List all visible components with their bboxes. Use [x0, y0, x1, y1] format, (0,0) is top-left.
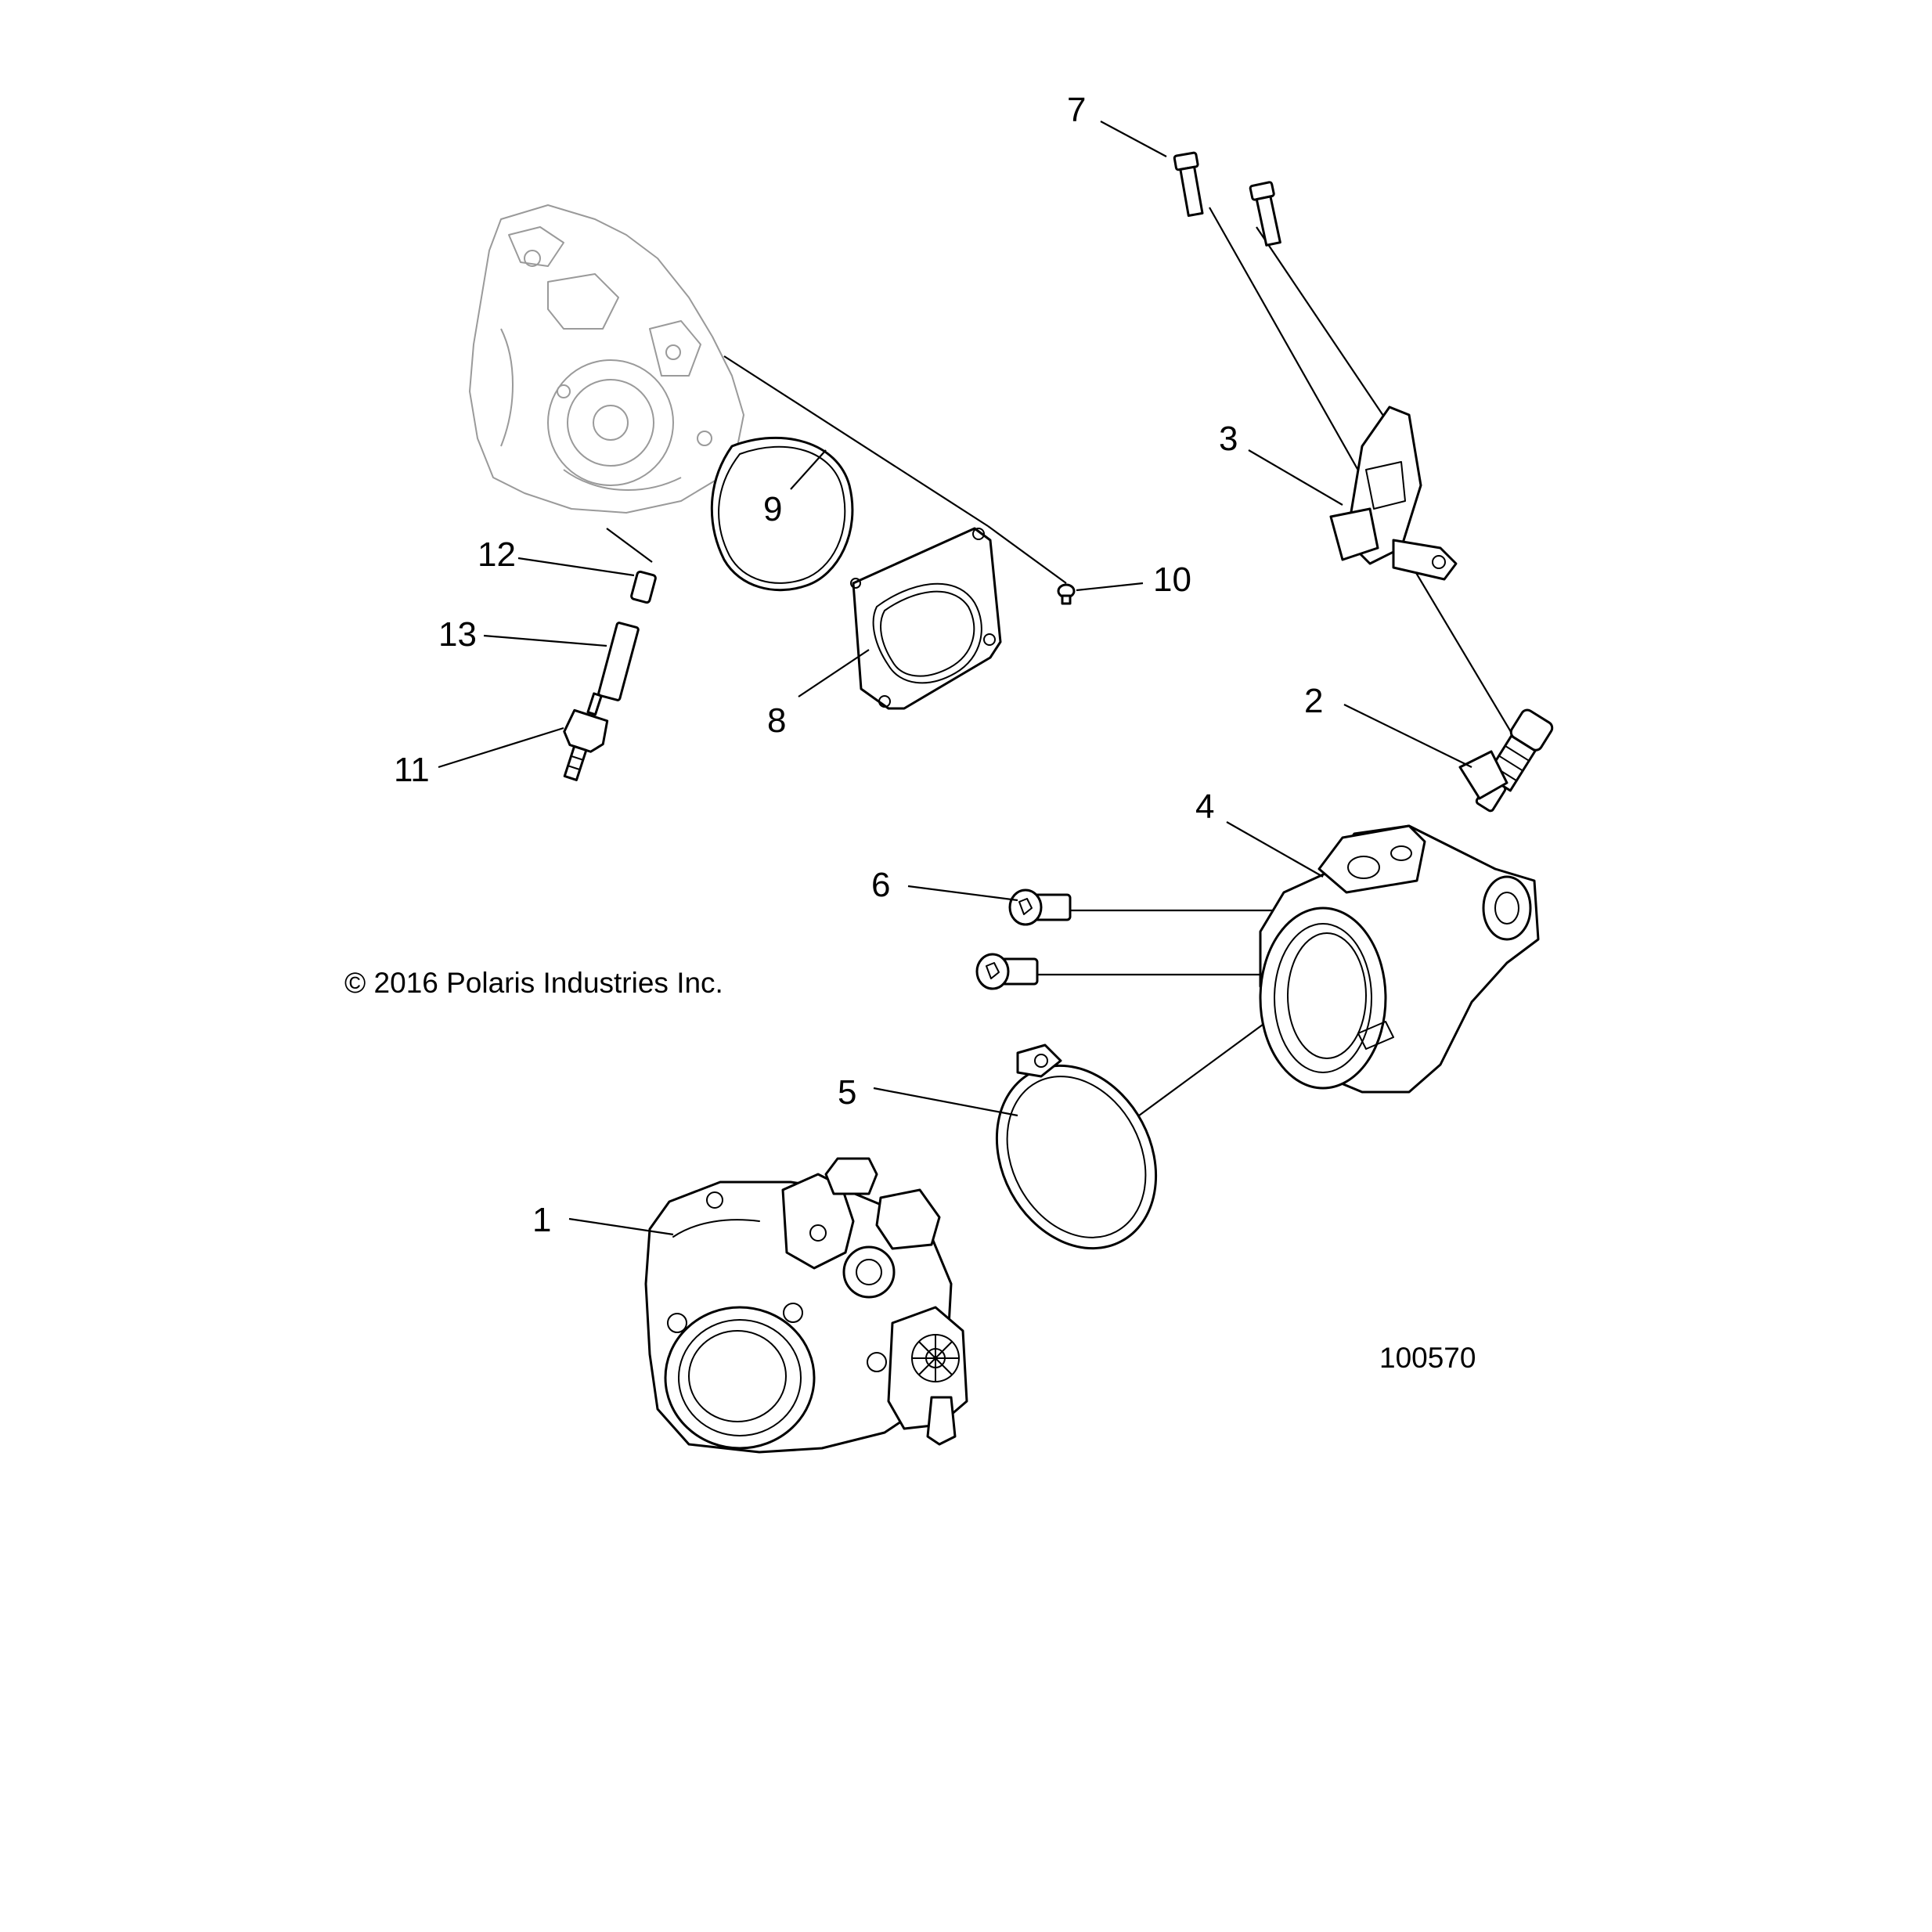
callout-2: 2 — [1304, 682, 1323, 720]
callout-4: 4 — [1195, 788, 1214, 826]
callout-leaders — [438, 121, 1472, 1236]
callout-9: 9 — [763, 490, 782, 528]
part-3-bracket — [1329, 406, 1458, 581]
callout-3: 3 — [1219, 420, 1238, 458]
part-1-throttle-body — [644, 1157, 968, 1454]
engine-ghost-outline — [469, 204, 744, 514]
callout-12: 12 — [478, 535, 516, 574]
part-10-screw — [1057, 583, 1076, 605]
part-12-cap — [630, 570, 657, 604]
callout-1: 1 — [532, 1201, 551, 1239]
part-11-check-valve — [563, 692, 609, 781]
callout-7: 7 — [1067, 91, 1086, 129]
part-8-adapter-plate — [850, 527, 1002, 710]
part-7-bolts — [1173, 151, 1281, 247]
callout-labels: 1 2 3 4 5 6 7 8 9 10 11 12 13 — [394, 91, 1323, 1239]
callout-5: 5 — [838, 1073, 856, 1112]
part-2-fuel-injector — [1458, 708, 1554, 813]
copyright-text: © 2016 Polaris Industries Inc. — [344, 967, 723, 999]
callout-8: 8 — [767, 701, 786, 740]
callout-11: 11 — [394, 751, 430, 789]
callout-6: 6 — [871, 866, 890, 904]
callout-13: 13 — [438, 615, 477, 654]
part-5-hose-clamp — [995, 1043, 1158, 1250]
part-6-bolts — [975, 889, 1072, 990]
part-4-intake-adapter — [1259, 824, 1540, 1094]
alignment-lines — [606, 207, 1523, 1116]
part-13-hose — [597, 622, 640, 701]
diagram-number: 100570 — [1379, 1342, 1476, 1374]
callout-10: 10 — [1153, 560, 1191, 599]
